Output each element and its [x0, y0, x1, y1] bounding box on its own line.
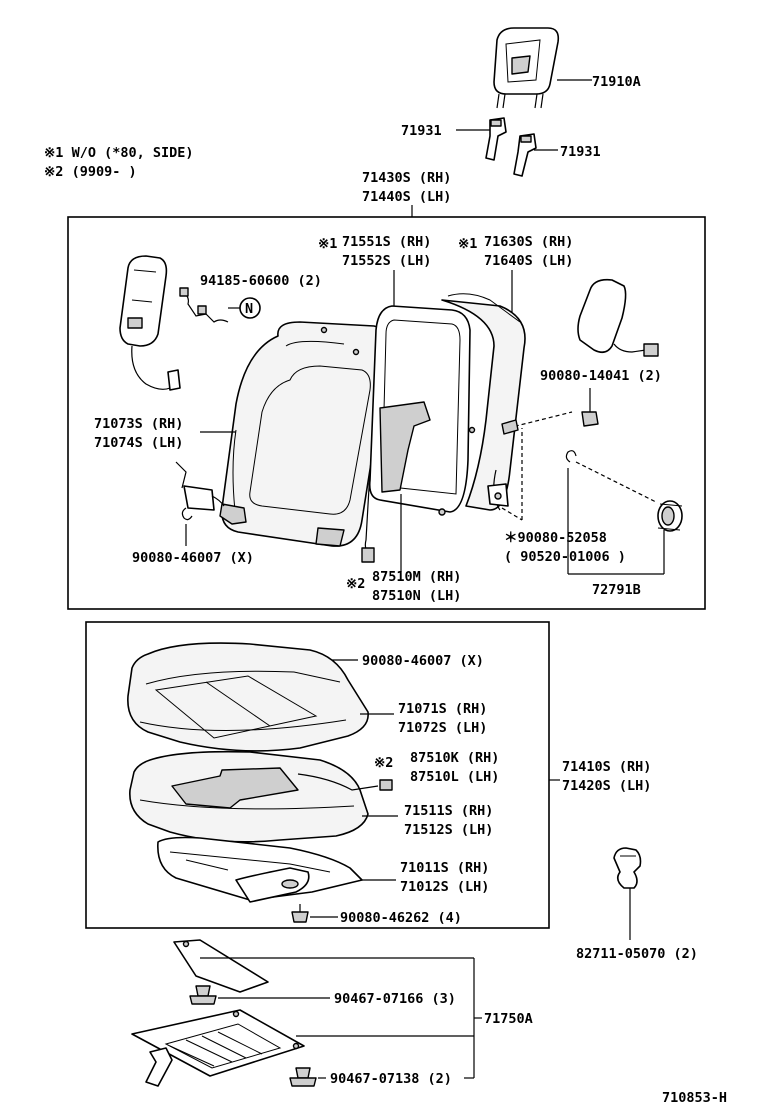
label-hog-ring-back: 90080-46007 (X)	[132, 550, 254, 566]
clip-n-symbol	[239, 297, 261, 319]
label-board-assy: 71750A	[484, 1011, 533, 1027]
hog-ring-back	[181, 507, 193, 521]
label-cushion-frame-lh: 71012S (LH)	[400, 879, 489, 895]
seat-cushion-frame	[157, 836, 363, 903]
diagram-code: 710853-H	[662, 1090, 727, 1106]
note-2: ※2 (9909- )	[44, 164, 137, 180]
label-screw-lower: 90467-07138 (2)	[330, 1071, 452, 1087]
label-support-right: 71931	[560, 144, 601, 160]
seat-cushion-group-box	[85, 621, 550, 929]
mark-heater-cushion: ※2	[374, 755, 393, 771]
label-heater-back-rh: 87510M (RH)	[372, 569, 461, 585]
seat-cushion-pad	[129, 750, 393, 843]
label-cushion-assy-lh: 71420S (LH)	[562, 778, 651, 794]
label-back-pad-rh: 71630S (RH)	[484, 234, 573, 250]
seat-back-cover	[221, 321, 390, 547]
label-back-assy-lh: 71440S (LH)	[362, 189, 451, 205]
board-upper	[173, 939, 269, 993]
recliner-knob	[657, 500, 683, 532]
label-back-frame-rh: 71551S (RH)	[342, 234, 431, 250]
label-back-assy-rh: 71430S (RH)	[362, 170, 451, 186]
clamp	[613, 847, 642, 889]
seat-back-group-box	[67, 216, 706, 610]
label-headrest: 71910A	[592, 74, 641, 90]
clip-n-letter: N	[245, 301, 253, 317]
label-bolt-right: 90080-14041 (2)	[540, 368, 662, 384]
label-back-frame-lh: 71552S (LH)	[342, 253, 431, 269]
side-cover	[577, 278, 659, 357]
label-screw-cushion: 90080-46262 (4)	[340, 910, 462, 926]
label-cushion-cover-lh: 71072S (LH)	[398, 720, 487, 736]
headrest-support-left	[485, 117, 507, 161]
mark-heater-back: ※2	[346, 576, 365, 592]
seat-cushion-cover	[127, 642, 369, 752]
board-lower	[131, 1009, 305, 1087]
mark-back-frame: ※1	[318, 236, 337, 252]
label-cushion-frame-rh: 71011S (RH)	[400, 860, 489, 876]
label-clip-n: 94185-60600 (2)	[200, 273, 322, 289]
label-cushion-pad-rh: 71511S (RH)	[404, 803, 493, 819]
label-back-cover-lh: 71074S (LH)	[94, 435, 183, 451]
screw-upper	[189, 985, 217, 1005]
knob-clip	[565, 450, 577, 463]
back-harness-bracket	[175, 461, 247, 525]
label-hog-ring-cushion: 90080-46007 (X)	[362, 653, 484, 669]
seat-back-pad	[441, 293, 526, 511]
label-cushion-assy-rh: 71410S (RH)	[562, 759, 651, 775]
label-cushion-pad-lh: 71512S (LH)	[404, 822, 493, 838]
label-knob-assy: 72791B	[592, 582, 641, 598]
label-screw-upper: 90467-07166 (3)	[334, 991, 456, 1007]
label-cushion-cover-rh: 71071S (RH)	[398, 701, 487, 717]
label-back-pad-lh: 71640S (LH)	[484, 253, 573, 269]
label-back-cover-rh: 71073S (RH)	[94, 416, 183, 432]
headrest-support-right	[513, 133, 537, 177]
bolt-right	[581, 411, 599, 427]
seat-back-frame	[361, 305, 476, 563]
label-clamp: 82711-05070 (2)	[576, 946, 698, 962]
label-heater-cushion-rh: 87510K (RH)	[410, 750, 499, 766]
mark-back-pad: ※1	[458, 236, 477, 252]
bolt-stud	[501, 419, 519, 435]
label-knob-part-1: ＊90080-52058	[504, 530, 607, 546]
side-airbag-module	[119, 255, 181, 391]
label-knob-part-2: ( 90520-01006 )	[504, 549, 626, 565]
screw-cushion	[291, 904, 309, 923]
screw-lower	[289, 1067, 317, 1087]
harness-clip-wire	[179, 287, 229, 323]
label-heater-cushion-lh: 87510L (LH)	[410, 769, 499, 785]
label-support-left: 71931	[401, 123, 442, 139]
headrest-illustration	[493, 27, 560, 109]
note-1: ※1 W/O (*80, SIDE)	[44, 145, 193, 161]
label-heater-back-lh: 87510N (LH)	[372, 588, 461, 604]
